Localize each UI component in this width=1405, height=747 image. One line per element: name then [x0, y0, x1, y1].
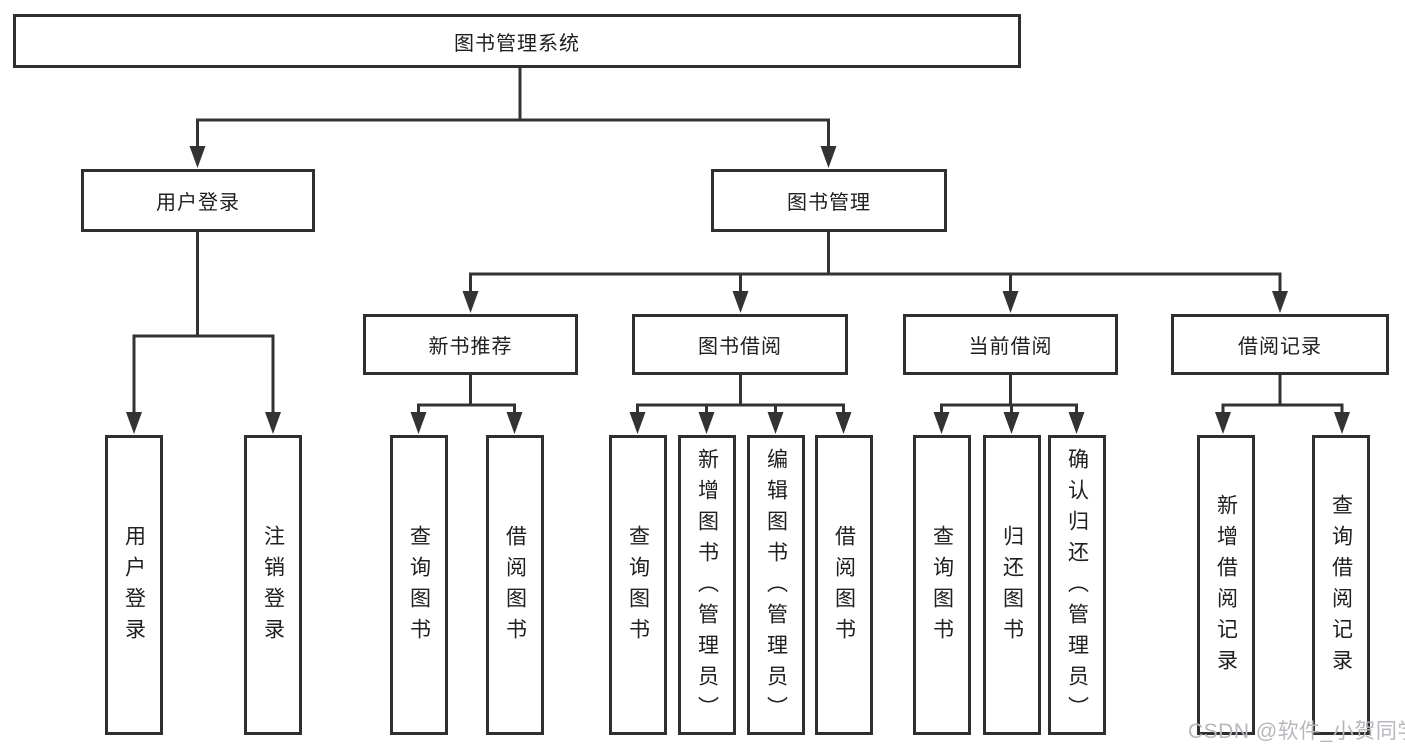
- node-label: 查询借阅记录: [1329, 494, 1353, 680]
- node-label: 查询图书: [626, 525, 650, 649]
- leaf-bb-edit-book-admin: 编辑图书（管理员）: [747, 435, 805, 735]
- node-book-borrow: 图书借阅: [632, 314, 848, 375]
- leaf-cb-return-book: 归还图书: [983, 435, 1041, 735]
- node-label: 新增借阅记录: [1214, 494, 1238, 680]
- node-user-login: 用户登录: [81, 169, 315, 232]
- node-label: 归还图书: [1000, 525, 1024, 649]
- leaf-br-add-record: 新增借阅记录: [1197, 435, 1255, 735]
- node-label: 用户登录: [122, 525, 146, 649]
- node-borrow-records: 借阅记录: [1171, 314, 1389, 375]
- leaf-bb-query-book: 查询图书: [609, 435, 667, 735]
- node-label: 当前借阅: [968, 336, 1053, 358]
- node-label: 借阅图书: [832, 525, 856, 649]
- leaf-logout-login: 注销登录: [244, 435, 302, 735]
- node-label: 注销登录: [261, 525, 285, 649]
- leaf-nbr-query-book: 查询图书: [390, 435, 448, 735]
- leaf-bb-borrow-book: 借阅图书: [815, 435, 873, 735]
- leaf-br-query-record: 查询借阅记录: [1312, 435, 1370, 735]
- arrowheads: [126, 146, 1350, 434]
- leaf-user-login: 用户登录: [105, 435, 163, 735]
- node-label: 新增图书（管理员）: [695, 447, 719, 727]
- node-label: 图书借阅: [698, 336, 782, 358]
- node-current-borrow: 当前借阅: [903, 314, 1118, 375]
- node-label: 新书推荐: [428, 336, 513, 358]
- leaf-nbr-borrow-book: 借阅图书: [486, 435, 544, 735]
- leaf-cb-query-book: 查询图书: [913, 435, 971, 735]
- node-label: 编辑图书（管理员）: [764, 447, 788, 727]
- node-library-management-system: 图书管理系统: [13, 14, 1021, 68]
- node-label: 查询图书: [407, 525, 431, 649]
- leaf-cb-confirm-return-admin: 确认归还（管理员）: [1048, 435, 1106, 735]
- node-label: 图书管理: [787, 192, 871, 214]
- leaf-bb-add-book-admin: 新增图书（管理员）: [678, 435, 736, 735]
- node-label: 借阅记录: [1238, 336, 1322, 358]
- node-label: 查询图书: [930, 525, 954, 649]
- csdn-watermark: CSDN @软件_小贺同学: [1188, 720, 1405, 743]
- node-label: 图书管理系统: [454, 32, 580, 55]
- node-book-management: 图书管理: [711, 169, 947, 232]
- node-new-book-recommend: 新书推荐: [363, 314, 578, 375]
- node-label: 借阅图书: [503, 525, 527, 649]
- node-label: 用户登录: [156, 192, 240, 214]
- node-label: 确认归还（管理员）: [1065, 447, 1089, 727]
